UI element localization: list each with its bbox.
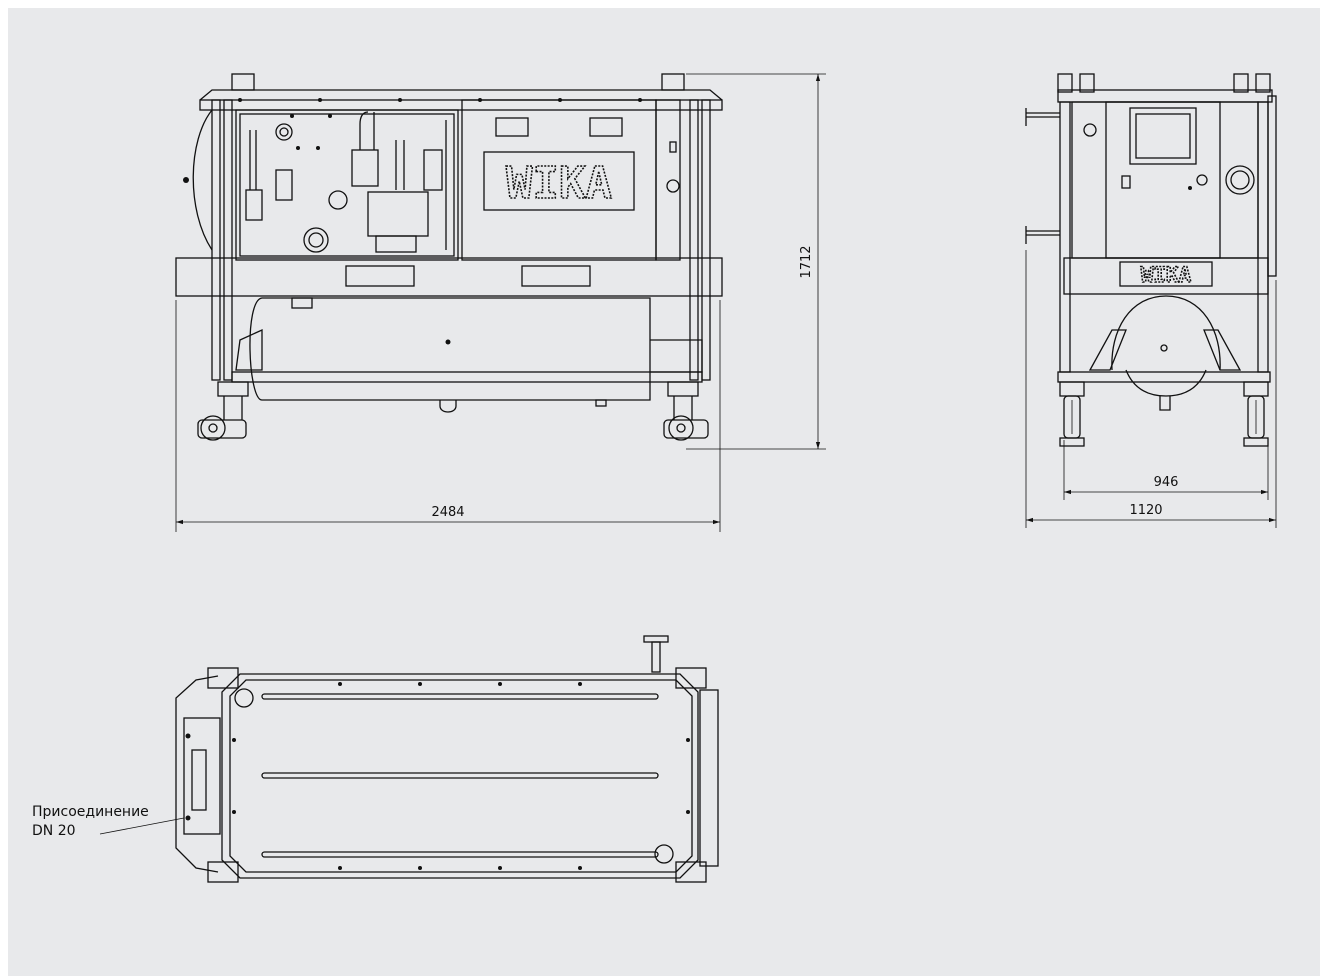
front-logo-box [483,151,635,211]
side-outer-width-label: 1120 [1129,503,1162,518]
front-dimensions: 2484 1712 [175,73,826,532]
side-inner-width-label: 946 [1154,475,1179,490]
side-dimensions: 946 1120 [1025,250,1277,528]
side-logo-text: WIKA [1141,263,1192,287]
connection-callout: Присоединение DN 20 [32,804,185,839]
callout-line-2: DN 20 [32,823,76,839]
top-view [175,635,719,883]
front-length-label: 2484 [431,505,464,520]
front-logo-text: WIKA [506,158,612,209]
height-label: 1712 [799,245,814,278]
side-view: WIKA [1025,73,1277,447]
side-logo-box [1119,261,1213,287]
callout-line-1: Присоединение [32,804,149,820]
front-view: WIKA [175,73,723,441]
